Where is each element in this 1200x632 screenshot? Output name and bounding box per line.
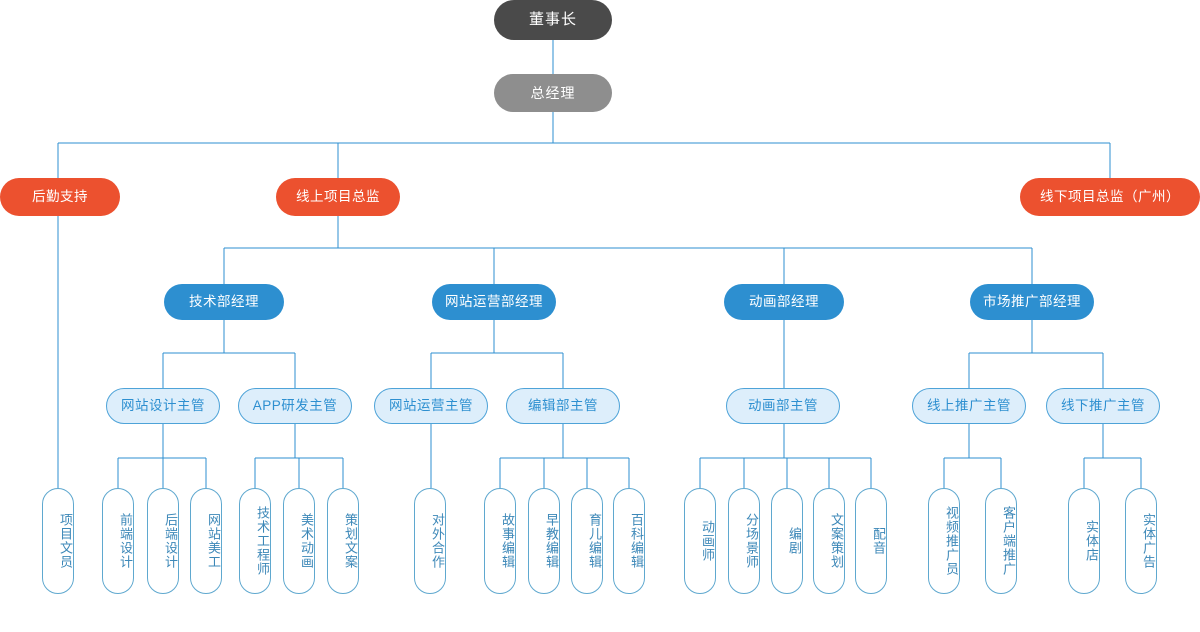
- node-label: 技术部经理: [189, 294, 259, 310]
- node-staff-18[interactable]: 客户端推广: [985, 488, 1017, 594]
- node-label: 编剧: [787, 527, 802, 555]
- node-staff-19[interactable]: 实体店: [1068, 488, 1100, 594]
- node-label: 项目文员: [58, 513, 73, 569]
- node-staff-17[interactable]: 视频推广员: [928, 488, 960, 594]
- node-label: 线上项目总监: [296, 189, 380, 205]
- node-label: 实体广告: [1141, 513, 1156, 569]
- node-supervisor-5[interactable]: 线上推广主管: [912, 388, 1026, 424]
- node-label: 文案策划: [829, 513, 844, 569]
- node-staff-13[interactable]: 分场景师: [728, 488, 760, 594]
- node-staff-0[interactable]: 项目文员: [42, 488, 74, 594]
- node-label: 网站设计主管: [121, 398, 205, 414]
- node-staff-2[interactable]: 后端设计: [147, 488, 179, 594]
- node-label: 美术动画: [299, 513, 314, 569]
- node-label: 总经理: [530, 84, 576, 101]
- node-label: 网站运营部经理: [445, 294, 543, 310]
- node-staff-15[interactable]: 文案策划: [813, 488, 845, 594]
- node-staff-1[interactable]: 前端设计: [102, 488, 134, 594]
- node-label: 动画部经理: [749, 294, 819, 310]
- node-label: 线下项目总监（广州）: [1040, 189, 1180, 205]
- node-staff-16[interactable]: 配音: [855, 488, 887, 594]
- node-staff-8[interactable]: 故事编辑: [484, 488, 516, 594]
- node-label: 网站运营主管: [389, 398, 473, 414]
- node-supervisor-4[interactable]: 动画部主管: [726, 388, 840, 424]
- node-label: 配音: [871, 527, 886, 555]
- node-director-2[interactable]: 线下项目总监（广州）: [1020, 178, 1200, 216]
- node-staff-4[interactable]: 技术工程师: [239, 488, 271, 594]
- node-supervisor-2[interactable]: 网站运营主管: [374, 388, 488, 424]
- node-staff-5[interactable]: 美术动画: [283, 488, 315, 594]
- node-supervisor-3[interactable]: 编辑部主管: [506, 388, 620, 424]
- node-label: 线上推广主管: [927, 398, 1011, 414]
- node-label: 后勤支持: [32, 189, 88, 205]
- node-manager-3[interactable]: 市场推广部经理: [970, 284, 1094, 320]
- node-label: 后端设计: [163, 513, 178, 569]
- node-label: 育儿编辑: [587, 513, 602, 569]
- node-label: 线下推广主管: [1061, 398, 1145, 414]
- node-label: APP研发主管: [252, 398, 338, 414]
- node-manager-1[interactable]: 网站运营部经理: [432, 284, 556, 320]
- node-staff-14[interactable]: 编剧: [771, 488, 803, 594]
- node-staff-12[interactable]: 动画师: [684, 488, 716, 594]
- node-staff-11[interactable]: 百科编辑: [613, 488, 645, 594]
- node-label: 网站美工: [206, 513, 221, 569]
- node-manager-2[interactable]: 动画部经理: [724, 284, 844, 320]
- node-staff-7[interactable]: 对外合作: [414, 488, 446, 594]
- node-label: 市场推广部经理: [983, 294, 1081, 310]
- node-label: 对外合作: [430, 513, 445, 569]
- node-chairman[interactable]: 董事长: [494, 0, 612, 40]
- node-label: 编辑部主管: [528, 398, 598, 414]
- node-label: 分场景师: [744, 513, 759, 569]
- node-staff-3[interactable]: 网站美工: [190, 488, 222, 594]
- node-supervisor-6[interactable]: 线下推广主管: [1046, 388, 1160, 424]
- node-label: 客户端推广: [1001, 506, 1016, 576]
- node-manager-0[interactable]: 技术部经理: [164, 284, 284, 320]
- node-label: 百科编辑: [629, 513, 644, 569]
- node-staff-6[interactable]: 策划文案: [327, 488, 359, 594]
- node-director-0[interactable]: 后勤支持: [0, 178, 120, 216]
- node-label: 早教编辑: [544, 513, 559, 569]
- node-label: 技术工程师: [255, 506, 270, 576]
- node-label: 实体店: [1084, 520, 1099, 562]
- node-label: 视频推广员: [944, 506, 959, 576]
- node-staff-9[interactable]: 早教编辑: [528, 488, 560, 594]
- node-supervisor-0[interactable]: 网站设计主管: [106, 388, 220, 424]
- node-label: 前端设计: [118, 513, 133, 569]
- node-label: 董事长: [528, 11, 577, 29]
- node-staff-10[interactable]: 育儿编辑: [571, 488, 603, 594]
- node-general-manager[interactable]: 总经理: [494, 74, 612, 112]
- node-supervisor-1[interactable]: APP研发主管: [238, 388, 352, 424]
- node-label: 动画师: [700, 520, 715, 562]
- node-label: 动画部主管: [748, 398, 818, 414]
- node-director-1[interactable]: 线上项目总监: [276, 178, 400, 216]
- node-label: 策划文案: [343, 513, 358, 569]
- node-staff-20[interactable]: 实体广告: [1125, 488, 1157, 594]
- node-label: 故事编辑: [500, 513, 515, 569]
